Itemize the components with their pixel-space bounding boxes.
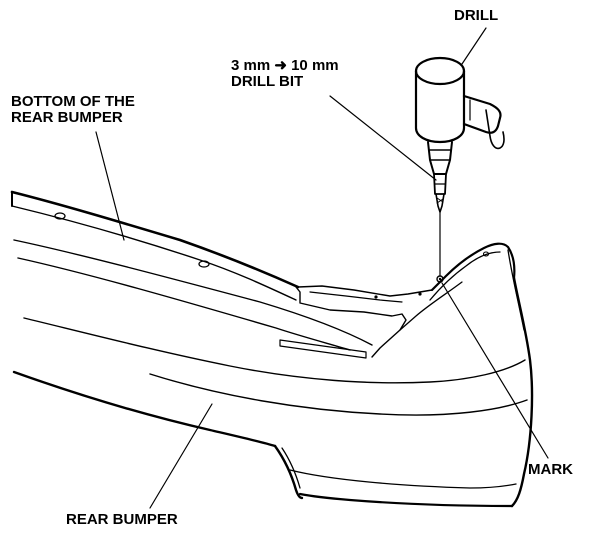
- label-mark: MARK: [528, 462, 573, 478]
- bumper-upper-crease: [13, 239, 373, 346]
- bumper-ledge-top: [297, 285, 433, 297]
- bumper-ledge-inner: [309, 291, 403, 303]
- bumper-wheel-arch: [273, 444, 304, 500]
- drill-chuck: [427, 141, 453, 175]
- bumper-upper-crease-2: [17, 257, 351, 351]
- bumper-corner-top: [430, 242, 516, 292]
- leader-drill-bit: [329, 95, 437, 181]
- label-drill: DRILL: [454, 8, 498, 24]
- label-mark-text: MARK: [528, 461, 573, 478]
- bumper-slot: [279, 339, 367, 359]
- label-bottom-line2: REAR BUMPER: [11, 109, 123, 126]
- drill-bit-flute: [436, 197, 444, 204]
- leader-lines: [95, 27, 549, 509]
- label-drill-bit-text: DRILL BIT: [231, 73, 304, 90]
- label-bottom-of-rear-bumper: BOTTOM OF THE REAR BUMPER: [11, 94, 135, 126]
- ledge-dot-1: [374, 295, 378, 299]
- bumper-ledge: [295, 286, 407, 358]
- drill-cap-top: [414, 56, 466, 86]
- leader-rear-bumper: [149, 403, 213, 509]
- bumper-bottom-return: [298, 492, 514, 508]
- bumper-bottom-return-inner: [289, 469, 517, 489]
- label-rear-bumper: REAR BUMPER: [66, 512, 178, 528]
- rear-bumper: [10, 190, 534, 508]
- clip-hole-2: [198, 260, 210, 268]
- bumper-bottom-edge: [12, 370, 277, 448]
- drill: [414, 56, 505, 277]
- bumper-wheel-arch-inner: [281, 447, 301, 489]
- label-rear-bumper-text: REAR BUMPER: [66, 511, 178, 528]
- bumper-right-inner-face: [507, 249, 525, 331]
- drill-handle-edge: [485, 109, 505, 150]
- clip-hole-1: [54, 212, 66, 220]
- label-drill-text: DRILL: [454, 7, 499, 24]
- bumper-top-edge: [10, 190, 300, 289]
- leader-mark: [441, 282, 549, 459]
- label-bottom-line1: BOTTOM OF THE: [11, 93, 135, 110]
- leader-drill: [461, 27, 487, 65]
- mark-center: [438, 277, 442, 281]
- drill-motor-body: [414, 69, 466, 144]
- label-drill-bit-size: 3 mm ➜ 10 mm: [231, 57, 339, 74]
- bumper-corner-inner: [429, 251, 501, 301]
- bumper-top-inner-edge: [11, 205, 297, 301]
- clip-hole-3: [482, 251, 490, 257]
- bumper-corner-ridge: [399, 281, 463, 331]
- bumper-lower-crease: [23, 317, 526, 384]
- bumper-lower-crease-2: [149, 373, 528, 416]
- ledge-dot-2: [418, 292, 422, 296]
- label-drill-bit: 3 mm ➜ 10 mm DRILL BIT: [231, 58, 339, 90]
- leader-bottom: [95, 131, 125, 241]
- bumper-right-face: [510, 276, 534, 508]
